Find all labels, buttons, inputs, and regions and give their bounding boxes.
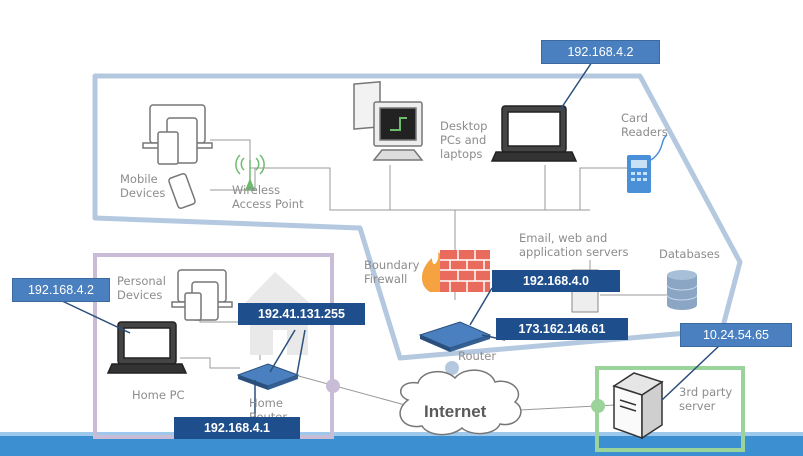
home-gateway-node — [326, 379, 340, 393]
laptop-icon — [490, 105, 578, 162]
router-icon — [418, 321, 492, 352]
desktop-pc-icon — [353, 80, 424, 161]
corporate-gateway-node — [445, 361, 459, 375]
mobile-devices-icon — [142, 104, 213, 210]
card-readers-label: Card Readers — [621, 111, 668, 139]
firewall-icon — [421, 250, 490, 292]
wireless-access-point-label: Wireless Access Point — [232, 183, 304, 211]
card-reader-icon — [627, 134, 668, 193]
callout-pointers — [59, 61, 721, 420]
ip-callout-third-party: 10.24.54.65 — [680, 323, 792, 347]
internet-label: Internet — [424, 402, 487, 421]
ip-callout-firewall: 192.168.4.0 — [492, 270, 620, 292]
third-party-gateway-node — [591, 399, 605, 413]
ip-callout-home-pc: 192.168.4.2 — [12, 278, 110, 302]
ip-callout-home-router-lan: 192.168.4.1 — [174, 417, 300, 439]
third-party-server-label: 3rd party server — [679, 385, 733, 413]
third-party-server-icon — [612, 372, 664, 440]
ip-callout-home-router-wan: 192.41.131.255 — [238, 303, 365, 325]
personal-devices-label: Personal Devices — [117, 274, 166, 302]
mobile-devices-label: Mobile Devices — [120, 172, 166, 200]
home-router-icon — [236, 363, 300, 390]
ip-callout-router: 173.162.146.61 — [496, 318, 628, 340]
router-label: Router — [458, 349, 497, 363]
database-icon — [666, 270, 698, 310]
wireless-access-point-icon — [235, 154, 265, 191]
desktop-pcs-label: Desktop PCs and laptops — [440, 119, 488, 161]
internet-cloud-icon — [399, 369, 522, 436]
home-pc-icon — [106, 321, 188, 374]
ip-callout-laptop: 192.168.4.2 — [541, 40, 660, 64]
corporate-network-boundary — [92, 73, 743, 361]
boundary-firewall-label: Boundary Firewall — [364, 258, 420, 286]
email-servers-label: Email, web and application servers — [519, 231, 629, 259]
personal-devices-icon — [171, 269, 233, 321]
home-pc-label: Home PC — [132, 388, 185, 402]
databases-label: Databases — [659, 247, 720, 261]
